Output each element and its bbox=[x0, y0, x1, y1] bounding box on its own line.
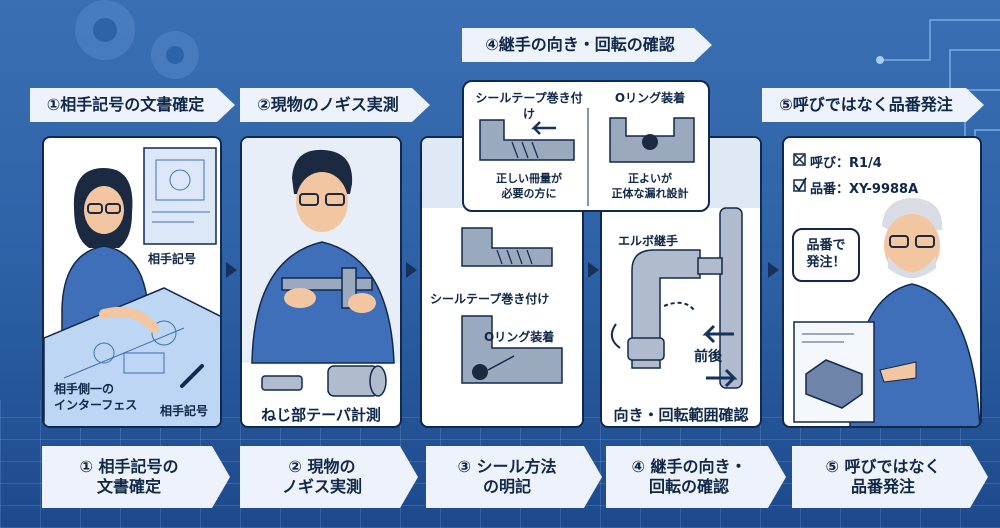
engineer-woman-illustration bbox=[44, 147, 220, 426]
panel4-label-direction: 前後 bbox=[694, 349, 722, 365]
panel-step1: 相手記号 相手側一の インターフェス 相手記号 bbox=[42, 136, 222, 428]
bottom-arrow-step3: ③ シール方法 の明記 bbox=[426, 446, 602, 508]
popup-left-title: シールテープ巻き付け bbox=[475, 91, 583, 122]
panel1-label-symbol-b: 相手記号 bbox=[160, 404, 209, 418]
popup-right-note: 正よいが 正体な漏れ設計 bbox=[611, 172, 689, 200]
panel3-label-oring: Oリング装着 bbox=[484, 330, 555, 344]
senior-engineer-illustration bbox=[793, 153, 980, 426]
flow-chevron-3 bbox=[588, 262, 599, 278]
popup-left-note: 正しい冊量が 必要の方に bbox=[496, 172, 562, 200]
panel3-label-tape: シールテープ巻き付け bbox=[430, 292, 550, 306]
top-arrow-step1-label: ①相手記号の文書確定 bbox=[46, 95, 205, 114]
top-arrow-step5: ⑤呼びではなく品番発注 bbox=[762, 88, 984, 122]
bottom-arrow-step4: ④ 継手の向き・ 回転の確認 bbox=[606, 446, 786, 508]
bottom-arrow-step3-label: ③ シール方法 の明記 bbox=[457, 457, 557, 496]
panel-step2: ねじ部テーパ計測 bbox=[240, 136, 402, 428]
panel1-label-interface: 相手側一の インターフェス bbox=[54, 382, 138, 412]
panel4-label-elbow: エルボ継手 bbox=[618, 234, 679, 248]
bottom-arrow-step1: ① 相手記号の 文書確定 bbox=[42, 446, 230, 508]
popup-diagrams bbox=[479, 108, 695, 206]
top-arrow-step4: ④継手の向き・回転の確認 bbox=[462, 28, 712, 62]
top-arrow-step5-label: ⑤呼びではなく品番発注 bbox=[779, 95, 953, 114]
panel4-caption: 向き・回転範囲確認 bbox=[613, 406, 749, 424]
panel-step5: 呼び：R1/4 品番：XY-9988A 品番で 発注！ bbox=[782, 136, 982, 428]
flow-chevron-4 bbox=[768, 262, 779, 278]
panel5-check-nominal: 呼び：R1/4 bbox=[810, 156, 882, 171]
top-arrow-step4-label: ④継手の向き・回転の確認 bbox=[485, 35, 675, 54]
bottom-arrow-step5-label: ⑤ 呼びではなく 品番発注 bbox=[825, 457, 941, 496]
top-arrow-step2: ②現物のノギス実測 bbox=[240, 88, 430, 122]
bottom-arrow-step2-label: ② 現物の ノギス実測 bbox=[281, 457, 362, 496]
speech-bubble: 品番で 発注！ bbox=[792, 228, 860, 282]
popup-right-title: Oリング装着 bbox=[614, 91, 686, 105]
flow-chevron-2 bbox=[406, 262, 417, 278]
panel2-caption: ねじ部テーパ計測 bbox=[261, 406, 381, 424]
flow-chevron-1 bbox=[226, 262, 237, 278]
panel5-check-partno: 品番：XY-9988A bbox=[810, 182, 919, 197]
gear-icon bbox=[75, 0, 199, 79]
bottom-arrow-step5: ⑤ 呼びではなく 品番発注 bbox=[792, 446, 988, 508]
seal-comparison-popup: シールテープ巻き付け Oリング装着 正しい冊量が 必要の方に 正よいが 正体な漏… bbox=[462, 80, 710, 212]
top-arrow-step1: ①相手記号の文書確定 bbox=[30, 88, 235, 122]
bottom-arrow-step4-label: ④ 継手の向き・ 回転の確認 bbox=[631, 457, 747, 496]
bottom-arrow-step2: ② 現物の ノギス実測 bbox=[240, 446, 418, 508]
top-arrow-step2-label: ②現物のノギス実測 bbox=[257, 95, 399, 114]
panel1-label-symbol-a: 相手記号 bbox=[148, 252, 197, 266]
speech-bubble-text: 品番で 発注！ bbox=[806, 238, 846, 270]
engineer-caliper-illustration bbox=[242, 138, 400, 397]
bottom-arrow-step1-label: ① 相手記号の 文書確定 bbox=[79, 457, 179, 496]
